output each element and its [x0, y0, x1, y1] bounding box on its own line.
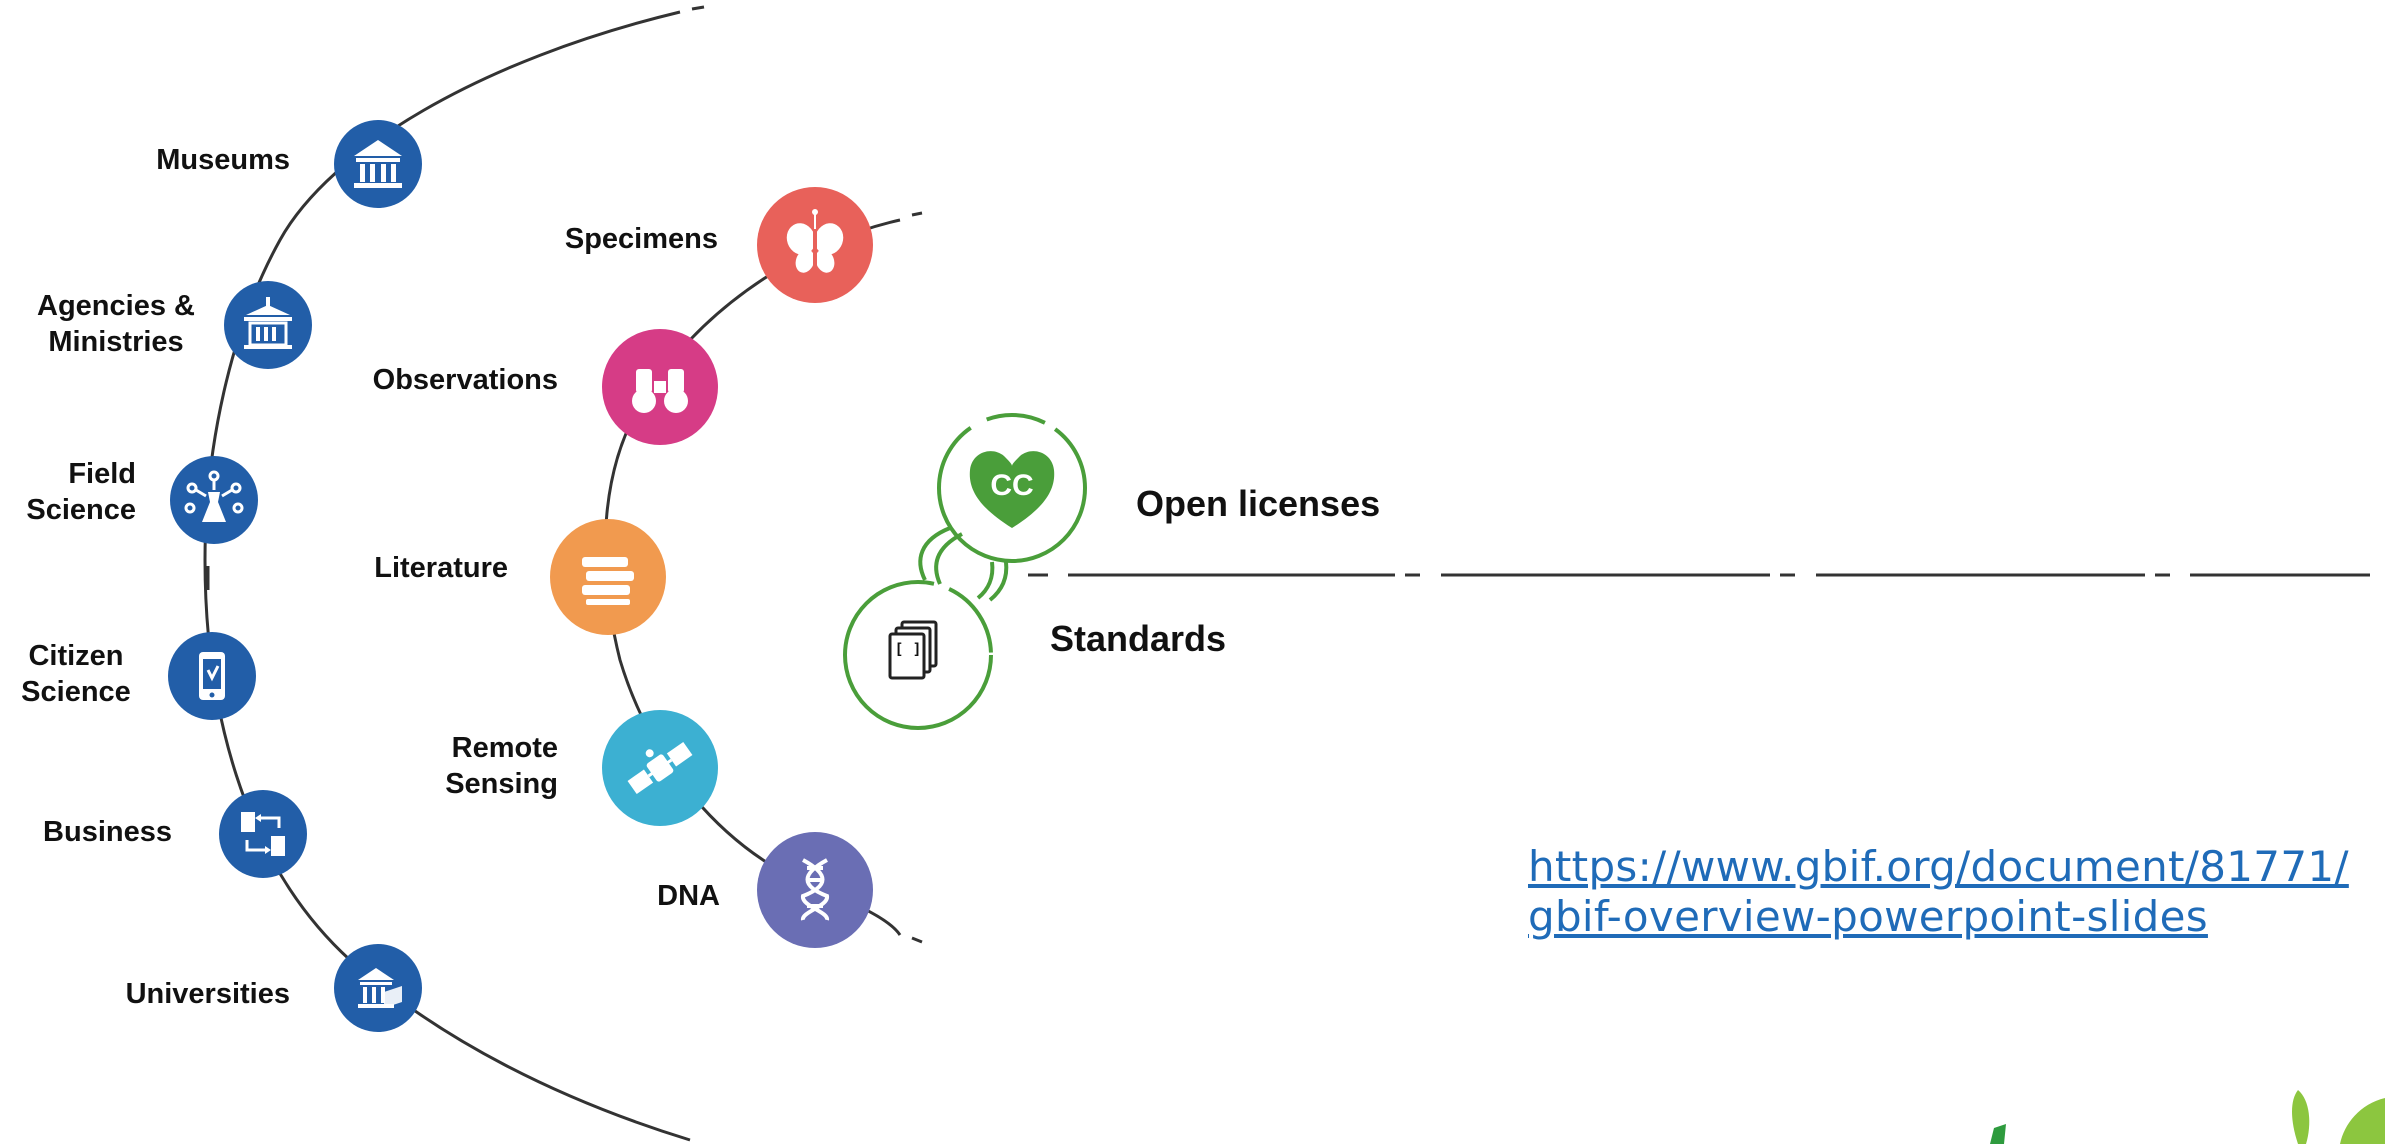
source-node-field-science: [170, 456, 258, 544]
pipeline-open-licenses: [937, 413, 1087, 563]
data-label-specimens: Specimens: [564, 223, 718, 255]
source-label-universities: Universities: [125, 978, 290, 1010]
source-label-business: Business: [43, 816, 172, 848]
source-label-citizen-science: Citizen Science: [21, 640, 131, 708]
data-label-observations: Observations: [372, 364, 558, 396]
data-node-literature: [550, 519, 666, 635]
creative-commons-heart-icon: [969, 451, 1055, 528]
source-node-museums: [334, 120, 422, 208]
data-node-dna: [757, 832, 873, 948]
data-node-specimens: [757, 187, 873, 303]
label-open-licenses: Open licenses: [1136, 483, 1381, 524]
books-icon: [582, 557, 634, 605]
dna-icon: [801, 858, 829, 921]
data-label-dna: DNA: [657, 880, 720, 912]
data-label-literature: Literature: [374, 552, 508, 584]
smartphone-icon: [199, 652, 225, 700]
gbif-leaf-logo: [1990, 1090, 2385, 1144]
outer-arc-dash: [691, 5, 705, 11]
pipeline-connector: [918, 526, 1009, 602]
label-standards: Standards: [1050, 618, 1227, 659]
source-node-universities: [334, 944, 422, 1032]
source-label-field-science: Field Science: [26, 458, 136, 526]
standards-documents-icon: [888, 620, 938, 680]
cc-badge: CC: [990, 469, 1034, 502]
inner-arc-dash-top: [911, 211, 923, 217]
standards-badge: [ ]: [894, 640, 922, 658]
university-icon: [358, 968, 402, 1008]
butterfly-icon: [786, 209, 844, 273]
link-line-2: gbif-overview-powerpoint-slides: [1528, 892, 2208, 941]
binoculars-icon: [632, 369, 688, 413]
data-node-observations: [602, 329, 718, 445]
museum-icon: [354, 140, 402, 188]
satellite-icon: [627, 741, 693, 795]
source-node-agencies: [224, 281, 312, 369]
field-science-icon: [184, 470, 244, 522]
link-line-1: https://www.gbif.org/document/81771/: [1528, 842, 2349, 891]
source-node-business: [219, 790, 307, 878]
data-label-remote-sensing: Remote Sensing: [445, 732, 558, 800]
business-exchange-icon: [241, 812, 285, 856]
gbif-overview-link[interactable]: https://www.gbif.org/document/81771/ gbi…: [1528, 842, 2349, 942]
government-building-icon: [244, 297, 292, 349]
source-label-agencies: Agencies & Ministries: [37, 290, 195, 358]
inner-arc-dash-bottom: [911, 936, 923, 944]
source-node-citizen-science: [168, 632, 256, 720]
source-label-museums: Museums: [156, 144, 290, 176]
pipeline-standards: [843, 580, 993, 730]
data-node-remote-sensing: [602, 710, 718, 826]
